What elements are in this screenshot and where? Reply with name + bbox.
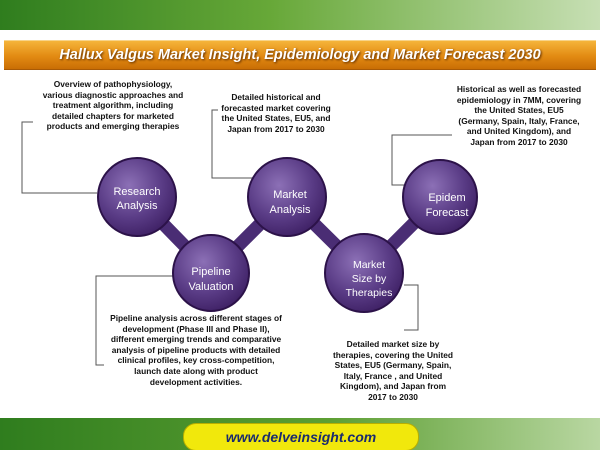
label-size-line1: Market <box>353 259 385 271</box>
label-research-line2: Analysis <box>117 200 158 212</box>
label-epidem-line1: Epidem <box>428 192 465 204</box>
description-size: Detailed market size by therapies, cover… <box>332 339 454 402</box>
leader-epidem <box>391 134 452 186</box>
label-pipeline-line2: Valuation <box>188 281 233 293</box>
website-url[interactable]: www.delveinsight.com <box>225 429 377 445</box>
label-market-line1: Market <box>273 189 307 201</box>
website-pill[interactable]: www.delveinsight.com <box>183 423 419 450</box>
leader-size <box>404 284 419 331</box>
leader-market <box>211 109 257 179</box>
description-research: Overview of pathophysiology, various dia… <box>42 79 184 132</box>
node-research: Research Analysis <box>97 157 177 237</box>
description-market: Detailed historical and forecasted marke… <box>221 92 331 134</box>
node-market: Market Analysis <box>247 157 327 237</box>
node-pipeline: Pipeline Valuation <box>172 234 250 312</box>
label-market-line2: Analysis <box>270 204 311 216</box>
leader-pipeline <box>95 275 176 366</box>
slide-title: Hallux Valgus Market Insight, Epidemiolo… <box>59 47 541 63</box>
bubble-epidem <box>402 159 478 235</box>
label-epidem-line2: Forecast <box>426 207 469 219</box>
label-size-line2: Size by <box>352 273 387 285</box>
top-green-band <box>0 0 600 30</box>
node-epidem: Epidem Forecast <box>402 159 478 235</box>
leader-research <box>21 121 97 194</box>
description-pipeline: Pipeline analysis across different stage… <box>110 313 282 387</box>
bubble-pipeline <box>172 234 250 312</box>
bubble-size <box>324 233 404 313</box>
node-size: Market Size by Therapies <box>324 233 404 313</box>
bubble-research <box>97 157 177 237</box>
label-size-line3: Therapies <box>346 287 393 299</box>
bubble-market <box>247 157 327 237</box>
label-pipeline-line1: Pipeline <box>191 266 230 278</box>
description-epidem: Historical as well as forecasted epidemi… <box>456 84 582 147</box>
leader-lines <box>21 109 452 366</box>
label-research-line1: Research <box>113 186 160 198</box>
title-bar: Hallux Valgus Market Insight, Epidemiolo… <box>4 40 596 70</box>
